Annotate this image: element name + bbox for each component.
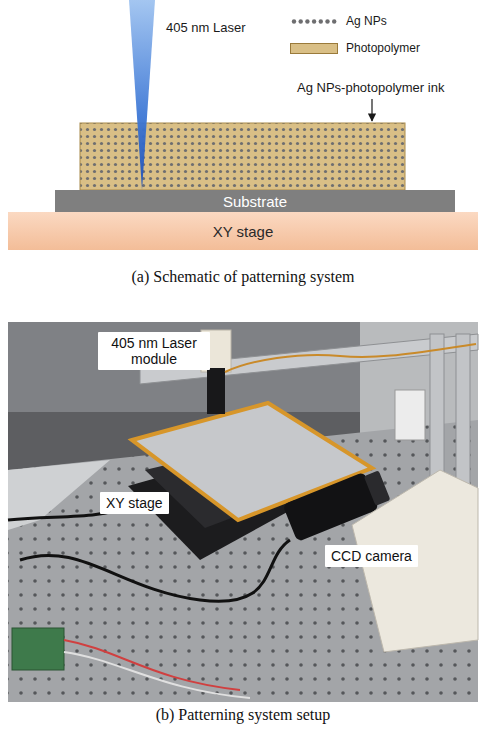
legend-item: Photopolymer [290,41,420,55]
node-text: XY stage [213,223,274,240]
setup-photo [8,322,478,702]
stage-band: XY stage [8,212,478,250]
legend-dots [290,16,338,27]
legend-swatch [290,43,338,54]
subfigure-caption: (a) Schematic of patterning system [131,268,354,286]
layer-label: Ag NPs-photopolymer ink [297,80,444,95]
legend-text: Ag NPs [346,14,387,28]
legend-item: Ag NPs [290,14,387,28]
substrate-band: Substrate [55,190,455,212]
legend-text: Photopolymer [346,41,420,55]
node-text: Substrate [223,193,287,210]
subfigure-caption: (b) Patterning system setup [156,706,331,724]
node-text: 405 nm Laser module [104,335,204,367]
ink-layer [80,123,405,190]
photo-callout: XY stage [100,492,169,514]
photo-callout: 405 nm Laser module [98,332,210,370]
photo-callout: CCD camera [325,545,418,567]
beam-label: 405 nm Laser [166,20,246,35]
laser-beam [129,0,155,190]
node-text: CCD camera [331,548,412,564]
leader-arrow [371,99,372,121]
node-text: XY stage [106,495,163,511]
